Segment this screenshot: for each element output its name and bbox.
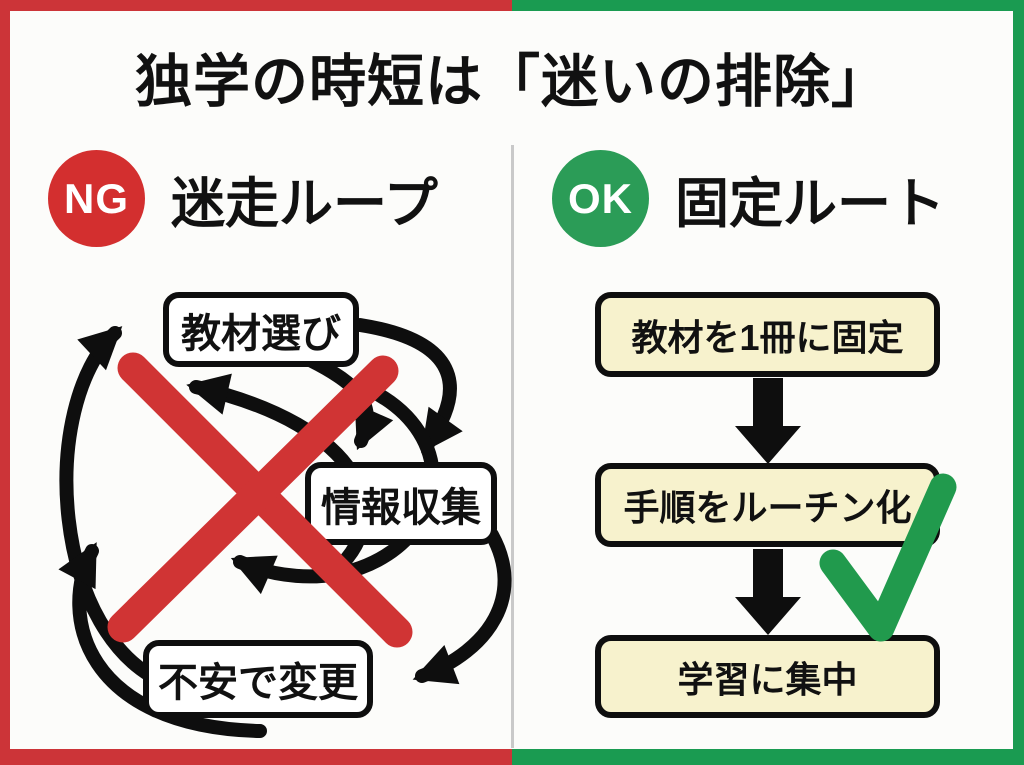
cross-icon	[107, 352, 413, 648]
left-column-header: NG 迷走ループ	[48, 150, 438, 247]
step-box-fix-material: 教材を1冊に固定	[595, 292, 940, 377]
down-arrow-icon	[753, 378, 783, 426]
column-divider	[511, 145, 514, 748]
step-box-routine: 手順をルーチン化	[595, 463, 940, 547]
step-box-focus-study: 学習に集中	[595, 635, 940, 718]
ng-badge-label: NG	[64, 174, 129, 222]
flow-node-anxious-change: 不安で変更	[143, 640, 373, 718]
right-column-header: OK 固定ルート	[552, 150, 945, 247]
ok-badge-label: OK	[568, 174, 633, 222]
down-arrow-icon	[735, 597, 801, 635]
ok-badge: OK	[552, 150, 649, 247]
down-arrow-icon	[735, 426, 801, 464]
right-column-heading: 固定ルート	[675, 174, 945, 234]
flow-node-material-choice: 教材選び	[163, 292, 359, 367]
down-arrow-icon	[753, 549, 783, 597]
left-column-heading: 迷走ループ	[171, 174, 438, 234]
flow-node-info-gathering: 情報収集	[305, 462, 497, 545]
page-title: 独学の時短は「迷いの排除」	[135, 50, 889, 114]
loop-arrows-icon	[58, 318, 512, 738]
ng-badge: NG	[48, 150, 145, 247]
checkmark-icon	[819, 473, 957, 642]
